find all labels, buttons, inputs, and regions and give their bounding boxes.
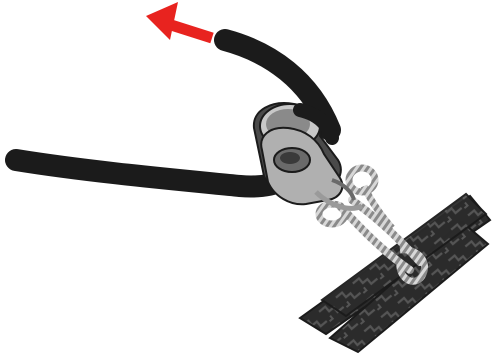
pull-direction-arrow-icon <box>146 2 212 40</box>
webbing-strap-icon <box>300 194 490 352</box>
